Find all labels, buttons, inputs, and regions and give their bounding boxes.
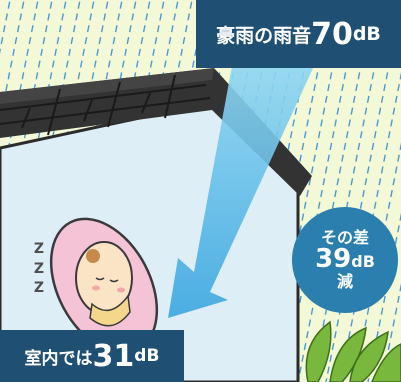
rain-streak (367, 212, 401, 382)
leaves-illustration (305, 320, 401, 382)
rain-streak (325, 1, 401, 382)
rain-streak (297, 0, 375, 382)
outdoor-noise-value: 70 (311, 16, 353, 52)
difference-value-row: 39dB (315, 246, 375, 273)
rain-streak (353, 142, 401, 382)
rain-streak (381, 282, 401, 382)
outdoor-noise-caption: 豪雨の雨音 (216, 24, 312, 47)
indoor-noise-caption: 室内では (24, 348, 93, 369)
outdoor-noise-unit: dB (352, 23, 381, 45)
difference-value: 39 (315, 244, 352, 275)
difference-badge: その差 39dB 減 (292, 207, 398, 313)
rain-streak (311, 0, 389, 382)
z-letter: Z (33, 260, 45, 277)
z-letter: Z (33, 241, 45, 257)
sound-reduction-arrow (168, 66, 314, 318)
difference-reduction-text: 減 (336, 271, 353, 291)
indoor-noise-value: 31 (92, 338, 135, 374)
z-letter: Z (33, 280, 45, 297)
sleep-zzz-text: Z Z Z (28, 240, 50, 299)
difference-caption: その差 (320, 227, 369, 247)
rain-streak (339, 71, 401, 382)
indoor-noise-unit: dB (134, 346, 160, 366)
difference-unit: dB (351, 252, 375, 272)
